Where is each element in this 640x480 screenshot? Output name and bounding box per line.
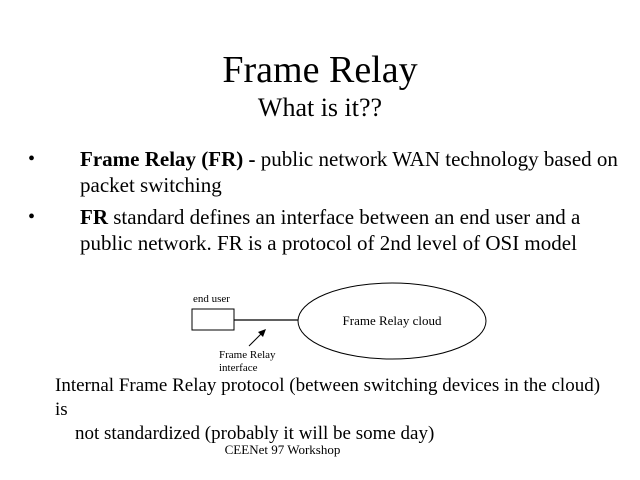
arrowhead-icon (258, 329, 266, 337)
bullet-text: Frame Relay (FR) - public network WAN te… (80, 146, 620, 198)
note-paragraph: Internal Frame Relay protocol (between s… (55, 374, 615, 446)
cloud-label: Frame Relay cloud (343, 313, 442, 328)
note-line-1: Internal Frame Relay protocol (between s… (55, 375, 601, 420)
bullet-body: public network WAN technology based on p… (80, 147, 618, 197)
interface-label-line1: Frame Relay (219, 349, 276, 361)
slide-title: Frame Relay (222, 49, 418, 91)
frame-relay-cloud (297, 282, 487, 360)
end-user-box (191, 308, 235, 331)
bullet-text: FR standard defines an interface between… (80, 204, 620, 256)
bullet-icon: • (28, 206, 36, 228)
note-line-2: not standardized (probably it will be so… (75, 423, 435, 444)
bullet-icon: • (28, 148, 36, 170)
bullet-bold: Frame Relay (FR) - (80, 147, 256, 171)
bullet-body: standard defines an interface between an… (80, 205, 581, 255)
end-user-label: end user (193, 293, 230, 305)
slide-footer: CEENet 97 Workshop (224, 442, 341, 457)
interface-label-line2: interface (219, 362, 258, 374)
bullet-bold: FR (80, 205, 108, 229)
slide-subtitle: What is it?? (257, 93, 383, 122)
